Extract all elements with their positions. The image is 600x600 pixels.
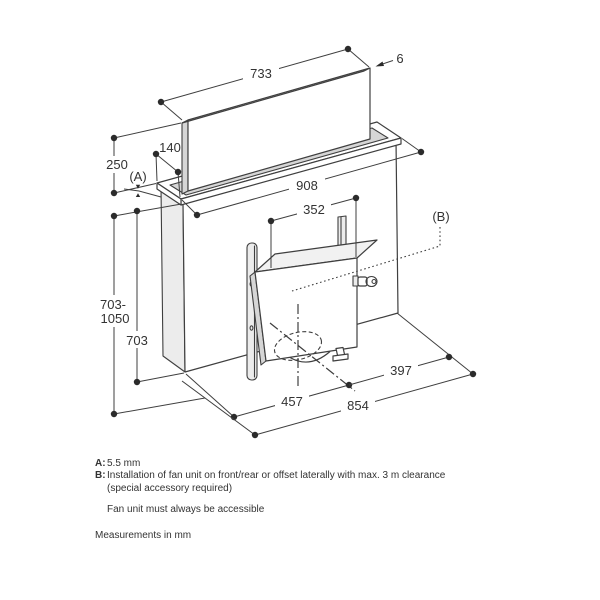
counter-frame-and-screen <box>156 67 402 206</box>
fan-unit-foot-pad <box>332 353 349 362</box>
label-ref-b: (B) <box>432 209 449 224</box>
screen-front-face <box>187 67 371 192</box>
label-install-height-range-2: 1050 <box>101 311 130 326</box>
dimension-housing-height: 703 <box>121 207 185 386</box>
duct-centerline-diagonal <box>269 322 356 392</box>
note-a-label: A: <box>95 458 106 469</box>
witness-line <box>136 372 185 383</box>
dimension-dot <box>174 168 182 176</box>
rail-left-hole-bottom <box>249 325 254 331</box>
dimension-dot <box>110 212 118 220</box>
note-a-value: 5.5 mm <box>107 458 141 469</box>
witness-line <box>181 380 256 436</box>
dimension-dot <box>417 148 425 156</box>
label-cutout-width: 908 <box>296 178 318 193</box>
plug-mount <box>352 275 359 287</box>
witness-line <box>113 183 157 194</box>
dimension-dot <box>251 431 259 439</box>
dimension-screen-height: 250 <box>99 122 182 197</box>
frame-left-face <box>156 182 182 206</box>
dimension-dot <box>157 98 165 106</box>
label-bracket-spacing: 352 <box>303 202 325 217</box>
dimension-screen-width: 733 <box>157 45 370 121</box>
dimension-dot <box>193 211 201 219</box>
dimension-dot <box>445 353 453 361</box>
label-install-height-range-1: 703- <box>100 297 126 312</box>
ref-a-arrow-up <box>135 193 141 197</box>
installation-diagram: 733 6 250 140 (A) 90 <box>96 45 477 439</box>
plug-body <box>357 276 368 287</box>
note-accessibility: Fan unit must always be accessible <box>95 504 445 516</box>
note-a: A:5.5 mm <box>95 458 445 470</box>
dimension-duct-offset-front: 457 <box>185 373 353 421</box>
duct-centerlines <box>269 304 356 392</box>
witness-line <box>401 138 422 153</box>
note-b: B:Installation of fan unit on front/rear… <box>95 470 445 482</box>
rail-right-body <box>337 215 347 249</box>
ref-a-indicator: (A) <box>123 169 162 198</box>
label-screen-thickness: 6 <box>396 51 403 66</box>
dimension-screen-thickness: 6 <box>375 51 404 67</box>
dimension-dot <box>133 378 141 386</box>
note-b-continued: (special accessory required) <box>95 483 445 495</box>
label-ref-a: (A) <box>129 169 146 184</box>
fan-unit-duct-flange <box>289 351 331 363</box>
note-accessibility-text: Fan unit must always be accessible <box>107 504 265 516</box>
dimension-dot <box>344 45 352 53</box>
dimension-cutout-width: 908 <box>181 138 425 219</box>
label-housing-height: 703 <box>126 333 148 348</box>
dimension-floor-width: 854 <box>181 312 477 439</box>
plug-pin <box>371 278 377 285</box>
dimension-dot <box>133 207 141 215</box>
plug-cable-loop <box>365 275 378 288</box>
dimension-dot <box>152 150 160 158</box>
footnotes: A:5.5 mm B:Installation of fan unit on f… <box>95 458 445 542</box>
label-duct-offset-front: 457 <box>281 394 303 409</box>
leader-arrowhead <box>375 61 384 67</box>
note-units: Measurements in mm <box>95 529 192 541</box>
witness-line <box>160 101 183 121</box>
label-duct-offset-rear: 397 <box>390 363 412 378</box>
label-trim-depth: 140 <box>159 140 181 155</box>
witness-line <box>181 199 198 216</box>
housing-left-face <box>160 186 186 373</box>
dimension-trim-depth: 140 <box>152 140 182 198</box>
fan-unit-front-face <box>254 257 358 362</box>
dimension-dot <box>110 410 118 418</box>
witness-line <box>396 312 474 375</box>
witness-line <box>155 153 158 182</box>
label-screen-width: 733 <box>250 66 272 81</box>
duct-outlet-circle <box>273 331 323 361</box>
dimension-install-height-range: 703- 1050 <box>96 203 206 418</box>
witness-line <box>185 373 235 418</box>
screen-panel <box>181 67 371 195</box>
note-b-line2: (special accessory required) <box>107 482 233 494</box>
ref-a-line <box>123 188 162 198</box>
dimension-line <box>155 153 179 173</box>
witness-line <box>113 397 206 415</box>
rail-right <box>337 215 347 249</box>
dimension-dot <box>110 189 118 197</box>
dimension-bracket-spacing: 352 <box>267 194 360 268</box>
fan-unit <box>249 239 378 366</box>
note-b-line1: Installation of fan unit on front/rear o… <box>107 470 446 482</box>
witness-line <box>177 171 181 198</box>
fan-unit-power-plug <box>352 275 378 288</box>
dimension-dot <box>469 370 477 378</box>
dimension-dot <box>267 217 275 225</box>
dimension-dot <box>110 134 118 142</box>
witness-line <box>347 48 370 68</box>
ref-a-arrow-down <box>135 184 141 189</box>
dimension-duct-offset-rear: 397 <box>348 353 453 386</box>
witness-line <box>113 122 182 139</box>
dimension-dot <box>352 194 360 202</box>
fan-unit-foot <box>332 346 349 362</box>
screen-top-thickness-edge <box>181 67 371 124</box>
label-floor-width: 854 <box>347 398 369 413</box>
screen-left-edge-face <box>181 119 189 195</box>
label-screen-height: 250 <box>106 157 128 172</box>
witness-line <box>113 203 181 217</box>
note-b-label: B: <box>95 470 106 482</box>
ref-b-leader-line <box>291 227 441 292</box>
